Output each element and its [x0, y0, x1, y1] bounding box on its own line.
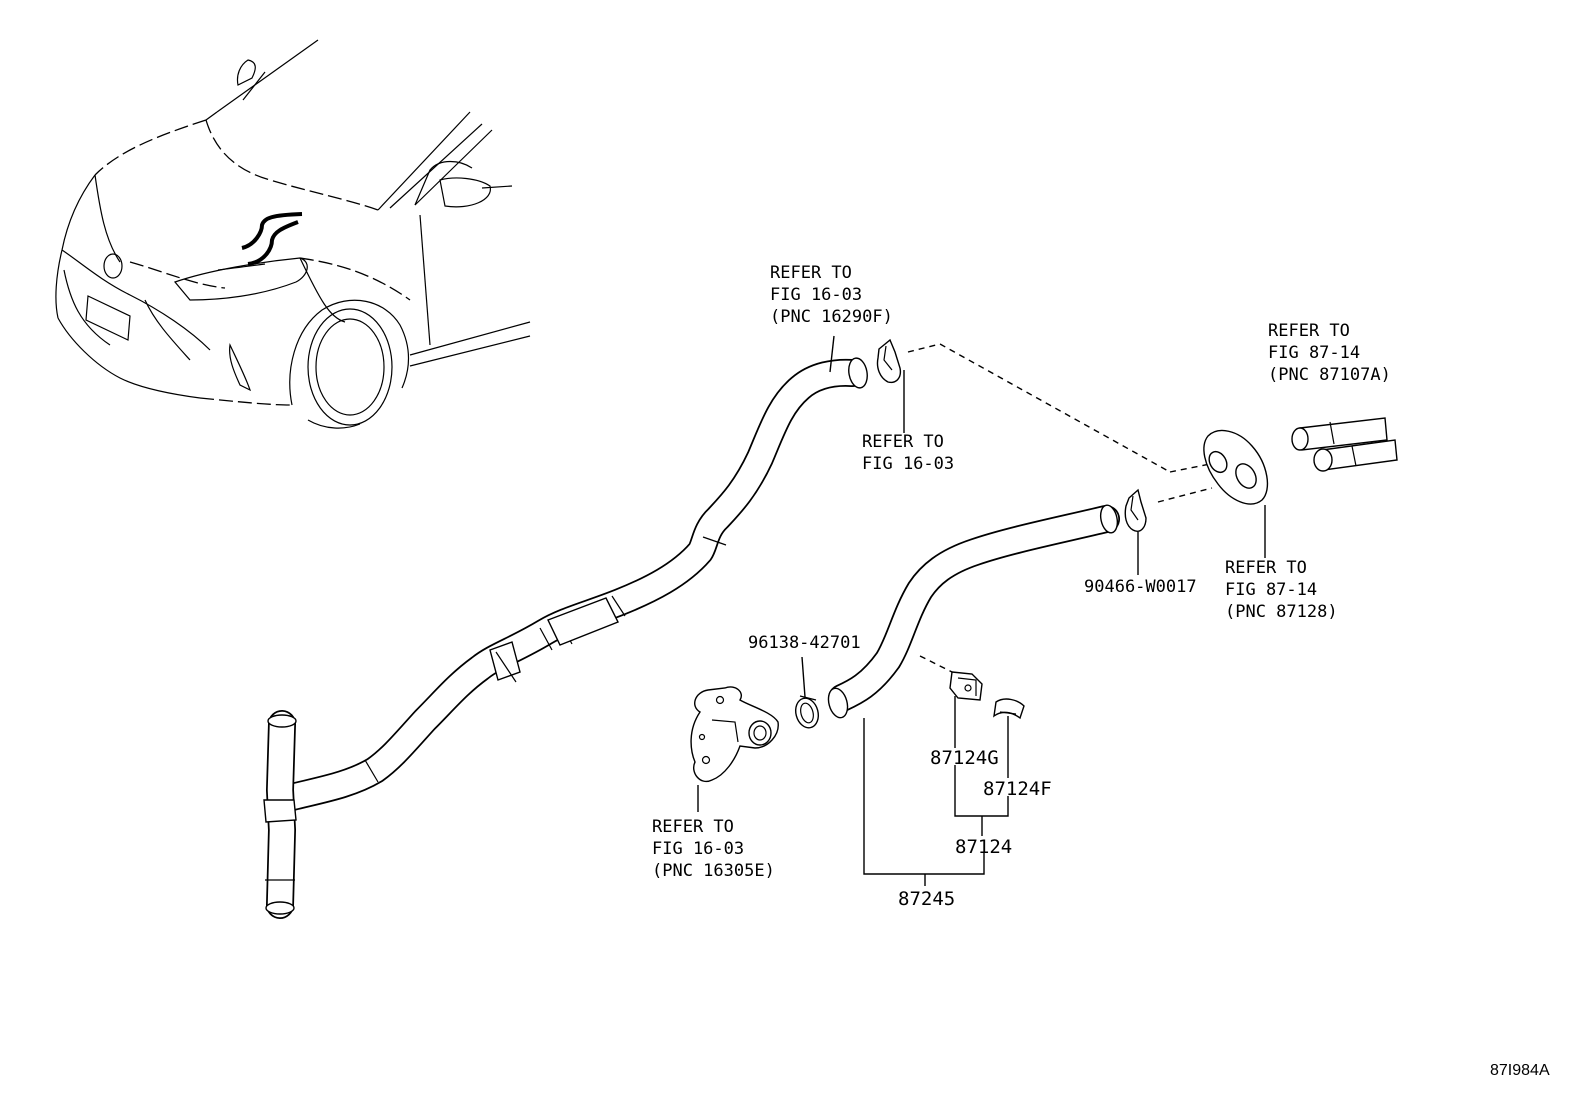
label-line: FIG 16-03: [770, 285, 862, 305]
label-line: FIG 16-03: [862, 454, 954, 474]
part-number-87245: 87245: [898, 888, 955, 910]
label-line: (PNC 16305E): [652, 861, 775, 881]
part-number-87124: 87124: [955, 836, 1012, 858]
vehicle-location-sketch: [55, 39, 531, 429]
hose-clip-90466: [1124, 488, 1147, 532]
heater-hose-lower-left: [263, 710, 297, 919]
clip-87124G: [949, 671, 983, 701]
illustration-code: 87I984A: [1490, 1062, 1550, 1079]
clip-87124F: [993, 698, 1025, 720]
label-refer-clip-upper: REFER TO FIG 16-03: [862, 432, 954, 474]
label-refer-16290F: REFER TO FIG 16-03 (PNC 16290F): [770, 263, 893, 327]
hose-clamp-96138: [794, 695, 820, 729]
part-number-90466-W0017: 90466-W0017: [1084, 577, 1197, 597]
heater-hose-upper: [278, 357, 868, 811]
label-refer-16305E: REFER TO FIG 16-03 (PNC 16305E): [652, 817, 775, 881]
label-line: (PNC 16290F): [770, 307, 893, 327]
grommet-87128: [1203, 429, 1269, 505]
label-refer-87107A: REFER TO FIG 87-14 (PNC 87107A): [1268, 321, 1391, 385]
heater-pipe-87107A: [1291, 417, 1398, 472]
label-line: REFER TO: [652, 817, 734, 837]
label-line: FIG 87-14: [1268, 343, 1360, 363]
label-refer-87128: REFER TO FIG 87-14 (PNC 87128): [1225, 558, 1338, 622]
water-outlet-16305E: [690, 686, 779, 783]
label-line: (PNC 87128): [1225, 602, 1338, 622]
heater-hose-87245: [827, 504, 1120, 719]
label-line: (PNC 87107A): [1268, 365, 1391, 385]
label-line: FIG 87-14: [1225, 580, 1317, 600]
part-number-87124F: 87124F: [983, 778, 1052, 800]
label-line: FIG 16-03: [652, 839, 744, 859]
label-line: REFER TO: [770, 263, 852, 283]
hose-clip-upper: [876, 338, 902, 384]
leader-lines: [697, 335, 1266, 886]
label-line: REFER TO: [862, 432, 944, 452]
label-line: REFER TO: [1225, 558, 1307, 578]
label-line: REFER TO: [1268, 321, 1350, 341]
part-number-87124G: 87124G: [930, 747, 999, 769]
part-number-96138-42701: 96138-42701: [748, 633, 861, 653]
